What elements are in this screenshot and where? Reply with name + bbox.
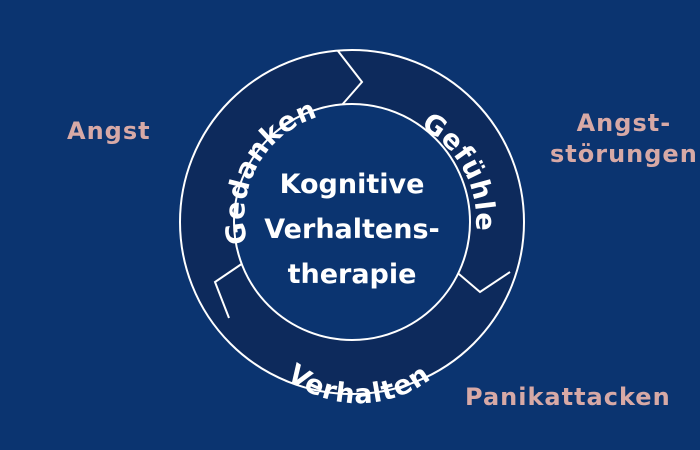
center-title-line1: Kognitive (280, 169, 425, 200)
center-title-line3: therapie (288, 259, 417, 290)
arrow-boundary-left (213, 260, 247, 319)
label-angst: Angst (67, 117, 151, 145)
label-panikattacken: Panikattacken (465, 383, 671, 411)
arrow-boundary-top (337, 50, 364, 107)
center-title-line2: Verhaltens- (264, 214, 439, 245)
label-angststoerungen: Angst- störungen (550, 108, 698, 170)
cycle-arrow-boundaries (213, 50, 511, 319)
label-angststoerungen-line2: störungen (550, 140, 698, 168)
label-angststoerungen-line1: Angst- (576, 109, 672, 137)
inner-circle (233, 103, 471, 341)
arrow-boundary-right (452, 268, 511, 294)
